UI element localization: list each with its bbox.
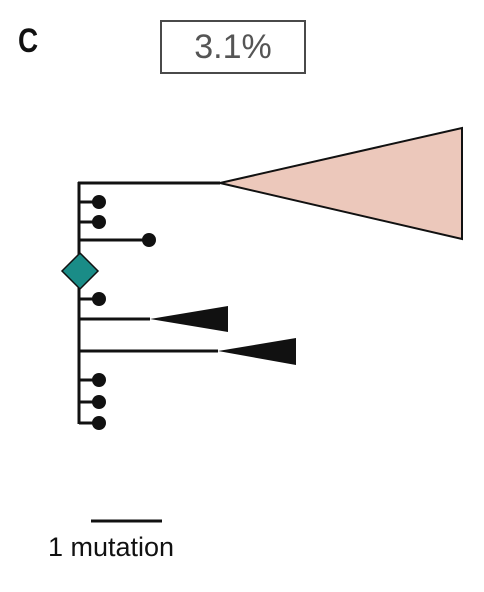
root-node-diamond (60, 251, 100, 291)
leaf-tip-5 (92, 373, 106, 387)
leaf-tip-1 (92, 195, 106, 209)
large-clade-triangle (219, 126, 463, 241)
leaf-tip-7 (92, 416, 106, 430)
percentage-value: 3.1% (194, 28, 272, 66)
leaf-tip-6 (92, 395, 106, 409)
small-clade-triangle-1 (150, 306, 228, 332)
leaf-tip-4 (92, 292, 106, 306)
panel-label: C (18, 22, 39, 60)
scale-bar-label: 1 mutation (48, 532, 175, 562)
small-clade-triangle-2 (218, 338, 296, 365)
leaf-tip-3 (142, 233, 156, 247)
leaf-tip-2 (92, 215, 106, 229)
percentage-box: 3.1% (160, 20, 306, 74)
